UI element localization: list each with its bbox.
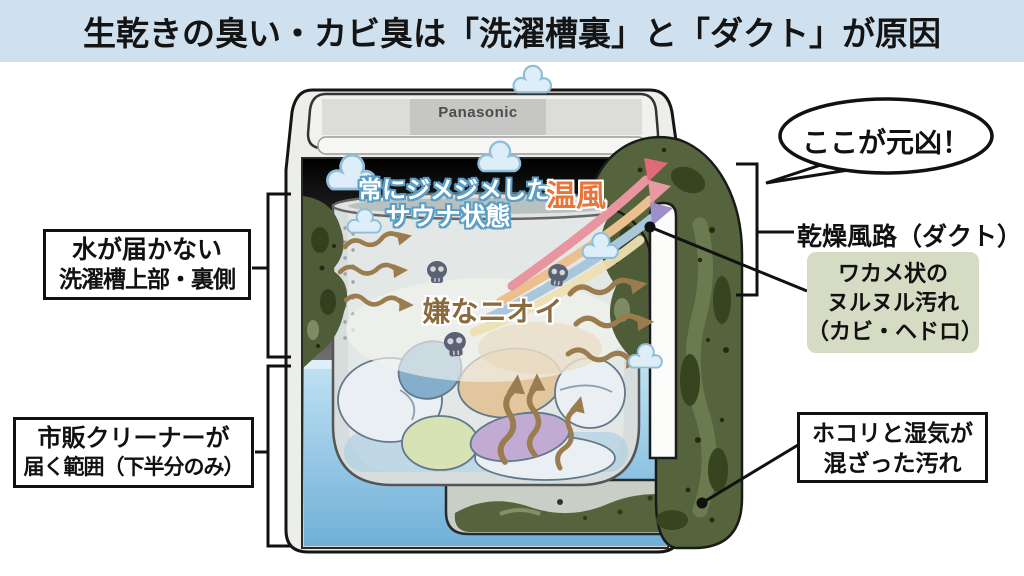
callout-left-top-line1: 水が届かない	[71, 236, 222, 264]
speech-bubble	[765, 97, 994, 185]
bracket-duct	[736, 162, 759, 297]
drying-duct	[588, 135, 744, 550]
bottom-duct-channel	[444, 478, 694, 536]
tub-wall-slot	[648, 201, 678, 460]
brand-logo: Panasonic	[438, 104, 518, 121]
steam-cloud-icon	[512, 64, 553, 94]
warm-haze	[478, 322, 602, 374]
slime-line1: ワカメ状の	[837, 261, 948, 286]
callout-left-bottom-line1: 市販クリーナーが	[37, 424, 230, 452]
page-title: 生乾きの臭い・カビ臭は「洗濯槽裏」と「ダクト」が原因	[83, 15, 941, 52]
leader-slime	[649, 225, 808, 293]
title-bar: 生乾きの臭い・カビ臭は「洗濯槽裏」と「ダクト」が原因	[0, 0, 1024, 62]
dust-line1: ホコリと湿気が	[812, 419, 973, 446]
warm-air-arrows	[469, 158, 673, 337]
callout-lines	[252, 162, 808, 548]
leader-dot	[644, 221, 656, 233]
callout-left-top-line2: 洗濯槽上部・裏側	[59, 266, 236, 292]
sauna-line2: サウナ状態	[385, 203, 511, 231]
leader-dot	[696, 497, 708, 509]
sauna-annotation: 常にジメジメした サウナ状態	[358, 177, 550, 231]
bad-smell-label: 嫌なニオイ	[422, 296, 563, 327]
callout-left-bottom-line2: 届く範囲（下半分のみ）	[23, 455, 245, 479]
callout-left-top: 水が届かない 洗濯槽上部・裏側	[43, 229, 251, 300]
callout-left-bottom: 市販クリーナーが 届く範囲（下半分のみ）	[13, 417, 254, 488]
machine-lid	[306, 92, 660, 155]
slime-callout-box: ワカメ状の ヌルヌル汚れ （カビ・ヘドロ）	[807, 252, 984, 353]
callout-dust: ホコリと湿気が 混ざった汚れ	[797, 412, 988, 483]
culprit-bubble-label: ここが元凶！	[801, 127, 970, 158]
slime-line2: ヌルヌル汚れ	[826, 290, 959, 315]
bracket-left-bottom	[266, 364, 291, 548]
slime-line3: （カビ・ヘドロ）	[807, 319, 984, 344]
duct-label: 乾燥風路（ダクト）	[797, 223, 1023, 251]
leader-dust	[701, 443, 799, 505]
mold-left-wall	[303, 196, 348, 368]
sauna-line1: 常にジメジメした	[358, 177, 550, 204]
dust-line2: 混ざった汚れ	[823, 449, 962, 476]
bracket-left-top	[266, 192, 291, 359]
warm-air-label: 温風	[546, 180, 606, 213]
